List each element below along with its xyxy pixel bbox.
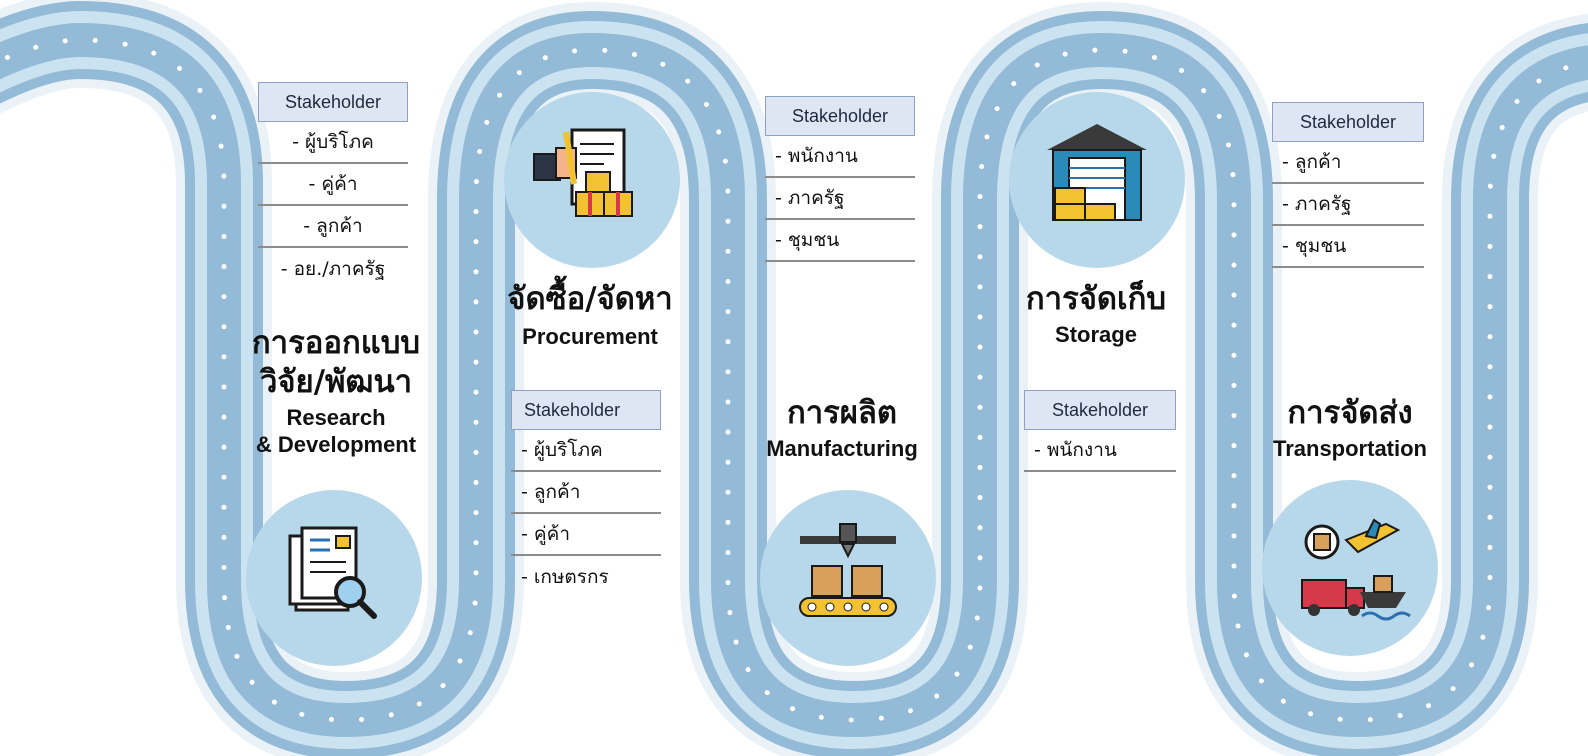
stakeholder-item: - ผู้บริโภค (258, 122, 408, 164)
stakeholder-item: - ผู้บริโภค (511, 430, 661, 472)
stage-title-en: Transportation (1272, 436, 1427, 461)
stakeholder-item: - คู่ค้า (258, 164, 408, 206)
stage-title-th: การจัดส่ง (1287, 395, 1413, 431)
procurement-clipboard-icon (533, 128, 633, 217)
stakeholder-item: - พนักงาน (1024, 430, 1176, 472)
stakeholder-box-research: Stakeholder - ผู้บริโภค - คู่ค้า - ลูกค้… (258, 82, 408, 290)
stakeholder-item: - อย./ภาครัฐ (280, 258, 386, 280)
stage-title-th: การออกแบบ (251, 325, 421, 361)
procurement-circle (504, 92, 680, 268)
stakeholder-box-storage: Stakeholder - พนักงาน (1024, 390, 1176, 472)
transportation-truck-plane-ship-icon (1301, 518, 1411, 621)
stakeholder-header: Stakeholder (258, 82, 408, 122)
stakeholder-box-transportation: Stakeholder - ลูกค้า - ภาครัฐ - ชุมชน (1272, 102, 1424, 268)
transportation-circle (1262, 480, 1438, 656)
storage-circle (1009, 92, 1185, 268)
stakeholder-box-manufacturing: Stakeholder - พนักงาน - ภาครัฐ - ชุมชน (765, 96, 915, 262)
stakeholder-item: - เกษตรกร (521, 566, 609, 588)
stakeholder-header: Stakeholder (511, 390, 661, 430)
stage-title-en-line2: & Development (255, 432, 417, 457)
stakeholder-header: Stakeholder (1024, 390, 1176, 430)
stage-title-en: Research (286, 405, 386, 430)
stakeholder-item: - ลูกค้า (1272, 142, 1424, 184)
stage-title-th: จัดซื้อ/จัดหา (507, 281, 673, 317)
stakeholder-item: - ลูกค้า (258, 206, 408, 248)
manufacturing-conveyor-icon (799, 523, 897, 617)
stakeholder-item: - คู่ค้า (511, 514, 661, 556)
warehouse-storage-icon (1047, 124, 1147, 221)
stakeholder-item: - ลูกค้า (511, 472, 661, 514)
stakeholder-item: - ภาครัฐ (1272, 184, 1424, 226)
stage-title-th: การผลิต (786, 395, 898, 431)
stakeholder-item: - พนักงาน (765, 136, 915, 178)
stakeholder-box-procurement: Stakeholder - ผู้บริโภค - ลูกค้า - คู่ค้… (511, 390, 661, 598)
stage-title-en: Procurement (522, 324, 658, 349)
stage-title-th-line2: วิจัย/พัฒนา (259, 364, 413, 400)
research-circle (246, 490, 422, 666)
stakeholder-header: Stakeholder (1272, 102, 1424, 142)
stakeholder-header: Stakeholder (765, 96, 915, 136)
research-document-icon (288, 526, 377, 619)
stakeholder-item: - ภาครัฐ (765, 178, 915, 220)
manufacturing-circle (760, 490, 936, 666)
stage-title-th: การจัดเก็บ (1025, 281, 1167, 317)
stage-title-en: Manufacturing (766, 436, 918, 461)
stage-title-en: Storage (1055, 322, 1137, 347)
stakeholder-item: - ชุมชน (765, 220, 915, 262)
stakeholder-item: - ชุมชน (1272, 226, 1424, 268)
